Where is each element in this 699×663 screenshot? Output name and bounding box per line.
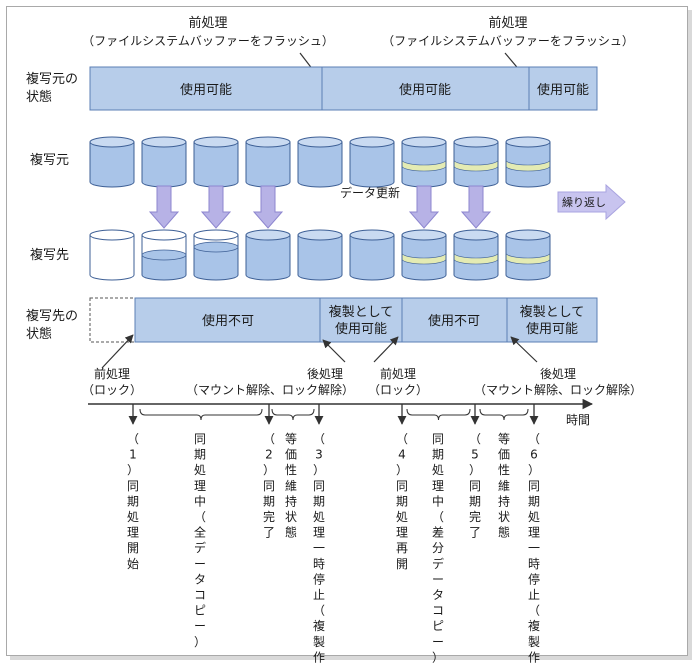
event-label: （3）同期処理一時停止（複製作成） [313, 432, 325, 663]
copy-arrow [408, 185, 440, 229]
data-update-label: データ更新 [340, 185, 400, 200]
pre-process-2-sub-label: （ファイルシステムバッファーをフラッシュ） [382, 34, 634, 48]
source-segment-3 [528, 66, 598, 111]
period-label: 同期処理中（全データコピー） [194, 432, 206, 649]
period-brace [139, 408, 263, 421]
dest-disk [245, 229, 291, 281]
timeline-periods: 同期処理中（全データコピー） 等価性維持状態 同期処理中（差分データコピー） 等価性維… [139, 408, 529, 663]
repeat-arrow: 繰り返し [557, 183, 626, 221]
pre-process-1-sub-label: （ファイルシステムバッファーをフラッシュ） [82, 34, 334, 48]
source-disk [141, 136, 187, 188]
pre-lock-1-label: 前処理 [94, 366, 130, 381]
copy-arrow [148, 185, 180, 229]
dest-disk [349, 229, 395, 281]
source-segment-3-label: 使用可能 [537, 82, 589, 98]
repeat-arrow-shape [557, 183, 626, 221]
dest-disk [505, 229, 551, 281]
source-disk [505, 136, 551, 188]
pre-process-2-label: 前処理 [488, 15, 527, 31]
pre-lock-1-sub-label: （ロック） [82, 383, 142, 397]
dest-label: 複写先 [30, 247, 69, 263]
dest-disk [297, 229, 343, 281]
pre-lock-1-pointer [101, 334, 134, 369]
event-label: （6）同期処理一時停止（複製作成） [528, 432, 540, 663]
source-disk [193, 136, 239, 188]
source-label: 複写元 [30, 152, 69, 168]
copy-arrow [200, 185, 232, 229]
dest-segment-2-label-2: 使用可能 [335, 321, 387, 337]
phase-labels: 前処理 （ロック） 後処理 （マウント解除、ロック解除） 前処理 （ロック） 後… [82, 334, 642, 397]
source-state-label-2: 状態 [26, 89, 52, 105]
event-label: （5）同期完了 [469, 432, 481, 540]
top-pre-process-labels: 前処理 （ファイルシステムバッファーをフラッシュ） 前処理 （ファイルシステムバ… [82, 15, 634, 80]
pre-lock-2-pointer [373, 336, 399, 363]
source-disk [401, 136, 447, 188]
pre-lock-2-label: 前処理 [380, 366, 416, 381]
post-2-label: 後処理 [540, 367, 576, 381]
source-segment-1-label: 使用可能 [180, 82, 232, 98]
dest-disk [89, 229, 135, 281]
event-label: （4）同期処理再開 [396, 432, 408, 571]
source-disk [297, 136, 343, 188]
dest-segment-1 [134, 297, 321, 343]
row-labels: 複写元の 状態 複写元 複写先 複写先の 状態 [26, 71, 78, 342]
post-1-pointer [322, 339, 346, 363]
post-2-sub-label: （マウント解除、ロック解除） [474, 382, 642, 397]
period-brace [406, 408, 471, 421]
event-label: （1）同期処理開始 [127, 432, 139, 571]
pre-lock-2-sub-label: （ロック） [368, 383, 428, 397]
copy-arrows [148, 185, 492, 229]
dest-state-label-2: 状態 [26, 326, 52, 342]
dest-state-label-1: 複写先の [26, 308, 78, 324]
source-disk [89, 136, 135, 188]
source-segment-2-label: 使用可能 [399, 82, 451, 98]
period-brace [271, 408, 315, 421]
period-label: 等価性維持状態 [498, 432, 510, 540]
dest-segment-3-label: 使用不可 [428, 313, 480, 329]
dest-disk [453, 229, 499, 281]
dest-disk [141, 229, 187, 281]
dest-segment-4 [506, 297, 598, 343]
repeat-label: 繰り返し [562, 195, 606, 209]
dest-disk [401, 229, 447, 281]
period-label: 同期処理中（差分データコピー） [432, 432, 444, 663]
dest-empty-segment [89, 297, 136, 343]
source-disks [89, 136, 551, 188]
period-label: 等価性維持状態 [285, 432, 297, 540]
event-label: （2）同期完了 [263, 432, 275, 540]
dest-disks [89, 229, 551, 281]
dest-segment-4-label-2: 使用可能 [526, 321, 578, 337]
post-1-sub-label: （マウント解除、ロック解除） [186, 382, 354, 397]
copy-arrow [460, 185, 492, 229]
post-2-pointer [510, 336, 538, 363]
dest-segment-4-label-1: 複製として [520, 304, 585, 320]
copy-arrow [252, 185, 284, 229]
dest-segment-2-label-1: 複製として [329, 304, 394, 320]
source-disk [453, 136, 499, 188]
period-brace [479, 408, 529, 421]
source-segment-1 [89, 66, 323, 111]
dest-state-bar: 使用不可 複製として 使用可能 使用不可 複製として 使用可能 [89, 297, 598, 343]
time-label: 時間 [566, 413, 590, 427]
dest-segment-1-label: 使用不可 [202, 313, 254, 329]
post-1-label: 後処理 [307, 367, 343, 381]
dest-disk [193, 229, 239, 281]
timeline-events: （1）同期処理開始 （2）同期完了 （3）同期処理一時停止（複製作成） （4）同期処理… [127, 404, 540, 663]
source-state-label-1: 複写元の [26, 71, 78, 87]
source-segment-2 [321, 66, 530, 111]
source-disk [245, 136, 291, 188]
source-disk [349, 136, 395, 188]
source-state-bar: 使用可能 使用可能 使用可能 [89, 66, 598, 111]
pre-process-1-label: 前処理 [188, 15, 227, 31]
